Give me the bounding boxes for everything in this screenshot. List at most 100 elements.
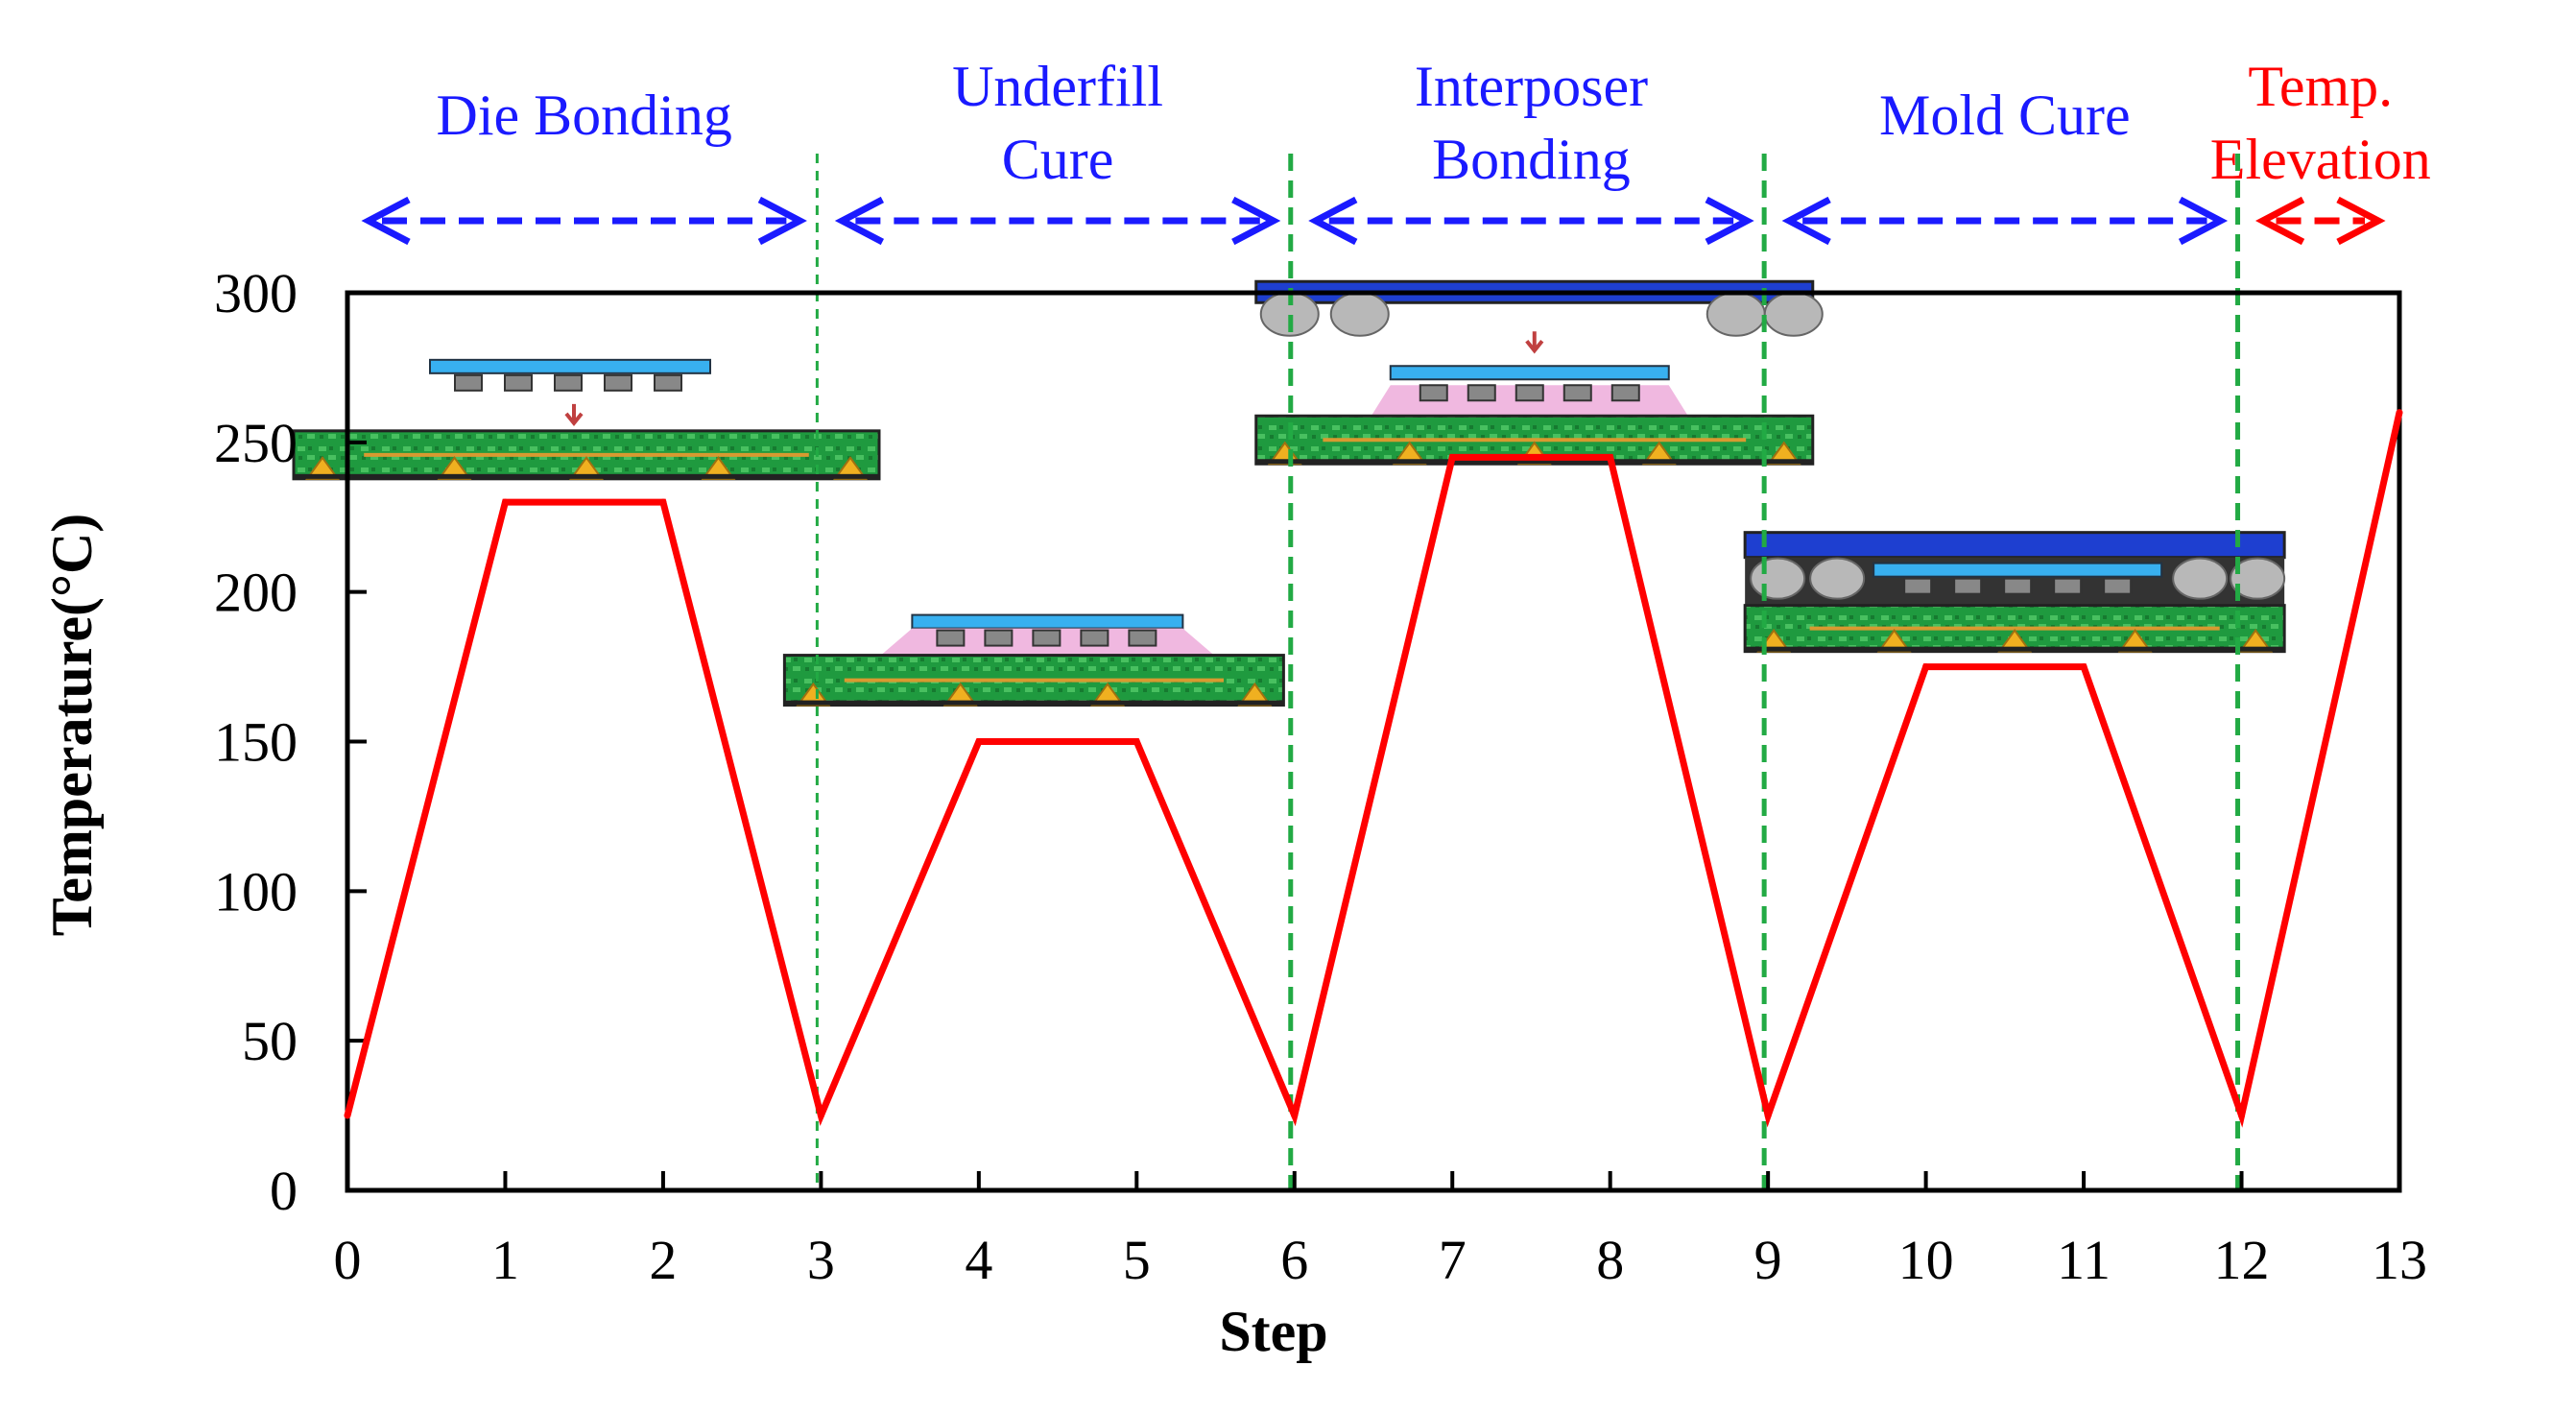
phase-arrow-head-left [2254,196,2305,246]
micro-bump [1515,384,1544,402]
temperature-point [659,498,667,506]
phase-arrow-head-left [1308,196,1358,246]
solder-mask [1745,646,2285,652]
chip-die [1389,365,1670,381]
x-tick-label: 11 [2057,1229,2111,1291]
micro-bump [1032,629,1061,647]
phase-arrow-head-left [361,196,411,246]
micro-bump [554,373,583,392]
solder-ball [1705,291,1766,337]
phase-arrow-head-right [1705,196,1754,246]
phase-arrow-head-left [834,196,885,246]
temperature-point [1922,663,1930,671]
temperature-point [975,738,983,745]
chip-die [1872,562,2163,578]
solder-ball [2172,557,2229,600]
solder-ball [1763,291,1824,337]
phase-boundaries [815,154,2241,1190]
phase-label: Underfill [952,55,1163,118]
via-pad [2117,628,2153,653]
phase-arrow-head-right [1231,196,1281,246]
underfill-cure-illustration [782,613,1285,707]
mold-cure-illustration [1743,531,2286,654]
temperature-point [2238,1112,2246,1119]
micro-bump [1562,384,1592,402]
x-tick-label: 7 [1439,1229,1467,1291]
temperature-point [1133,738,1140,745]
micro-bump [504,373,533,392]
temperature-line [344,411,2403,1128]
y-tick-label: 50 [242,1010,298,1072]
interposer [1743,531,2286,560]
x-tick-label: 8 [1596,1229,1624,1291]
solder-ball [2230,557,2286,600]
temperature-point [1291,1112,1299,1119]
micro-bump [1128,629,1157,647]
temperature-point [1448,453,1456,461]
phase-label: Interposer [1415,55,1648,118]
temperature-point [2396,409,2403,417]
x-tick-label: 4 [965,1229,992,1291]
x-tick-label: 0 [334,1229,362,1291]
solder-ball [1750,557,1806,600]
chip-die [429,358,711,374]
micro-bump [654,373,682,392]
phase-label: Elevation [2210,128,2431,191]
x-tick-label: 2 [649,1229,677,1291]
via-pad [1997,628,2033,653]
x-tick-label: 6 [1280,1229,1308,1291]
x-tick-label: 9 [1754,1229,1782,1291]
x-tick-label: 3 [807,1229,835,1291]
via-pad [1876,628,1912,653]
phase-label: Cure [1002,128,1114,191]
temperature-point [2080,663,2087,671]
micro-bump [2003,577,2033,595]
phase-arrow-head-right [757,196,807,246]
phase-arrow-head-right [2336,196,2386,246]
phase-arrow-head-left [1781,196,1831,246]
series-layer [344,409,2403,1128]
x-tick-label: 1 [491,1229,519,1291]
micro-bump [1953,577,1983,595]
x-tick-label: 13 [2372,1229,2427,1291]
chip-die [911,613,1184,630]
micro-bump [2103,577,2133,595]
y-tick-label: 150 [214,711,298,774]
placement-arrow [1525,331,1544,354]
x-tick-label: 10 [1898,1229,1954,1291]
micro-bump [454,373,483,392]
micro-bump [936,629,966,647]
temperature-point [1607,453,1614,461]
y-tick-label: 300 [214,262,298,324]
phase-arrow-head-right [2178,196,2229,246]
phase-label: Die Bonding [437,84,732,147]
temperature-point [344,1112,351,1119]
y-tick-label: 250 [214,412,298,474]
solder-mask [784,700,1284,706]
package-illustrations [292,279,2286,707]
solder-mask [1255,459,1813,465]
x-tick-label: 12 [2214,1229,2270,1291]
solder-ball [1329,291,1390,337]
micro-bump [1903,577,1933,595]
phase-label: Temp. [2248,55,2393,118]
solder-mask [294,473,879,479]
micro-bump [2053,577,2083,595]
interposer-bonding-illustration [1254,279,1824,466]
micro-bump [604,373,632,392]
temperature-point [1764,1112,1772,1119]
phase-label: Bonding [1432,128,1631,191]
phase-label: Mold Cure [1879,84,2131,147]
placement-arrow [564,403,584,427]
x-tick-label: 5 [1123,1229,1151,1291]
micro-bump [1610,384,1640,402]
y-tick-label: 100 [214,860,298,923]
micro-bump [1467,384,1496,402]
die-bonding-illustration [292,358,881,481]
y-tick-label: 200 [214,562,298,624]
y-axis-title: Temperature(°C) [40,514,104,937]
y-tick-label: 0 [270,1160,298,1222]
